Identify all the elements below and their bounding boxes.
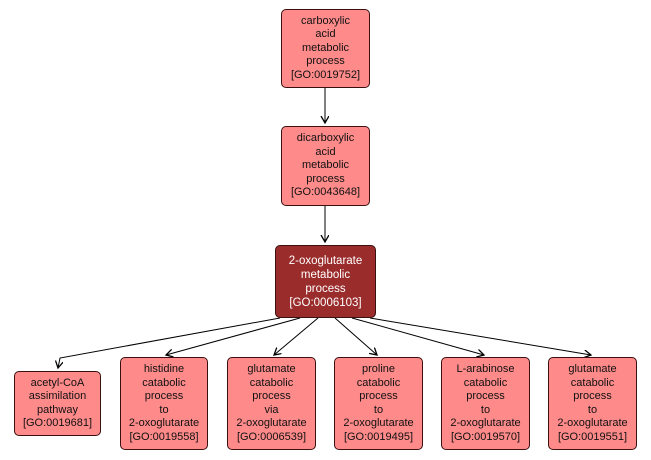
node-label-line: process bbox=[573, 390, 612, 402]
node-label-line: acetyl-CoA bbox=[30, 376, 85, 389]
node-label-line: 2-oxoglutarate bbox=[343, 417, 414, 429]
node-glutamate-catabolic-process-via[interactable]: glutamate catabolic process via 2-oxoglu… bbox=[227, 357, 316, 450]
node-label-line: acid bbox=[315, 28, 336, 41]
node-label-line: 2-oxoglutarate bbox=[450, 417, 521, 429]
node-label-line: acid bbox=[315, 145, 336, 158]
node-label-line: catabolic bbox=[249, 376, 294, 389]
node-label-line: catabolic bbox=[356, 376, 401, 389]
node-go-id: [GO:0019495] bbox=[343, 430, 414, 443]
node-label-line: 2-oxoglutarate bbox=[557, 417, 628, 429]
node-go-id: [GO:0019570] bbox=[450, 430, 521, 443]
node-proline-catabolic-process[interactable]: proline catabolic process to 2-oxoglutar… bbox=[334, 357, 423, 450]
node-label-line: catabolic bbox=[570, 376, 615, 389]
edge-0006103-0019681 bbox=[58, 317, 281, 368]
node-label-line: assimilation bbox=[28, 390, 87, 402]
node-label-line: 2-oxoglutarate bbox=[236, 417, 307, 429]
node-dicarboxylic-acid-metabolic-process[interactable]: dicarboxylic acid metabolic process [GO:… bbox=[281, 126, 370, 206]
node-glutamate-catabolic-process-to[interactable]: glutamate catabolic process to 2-oxoglut… bbox=[548, 357, 637, 450]
node-label-line: to bbox=[587, 403, 598, 416]
node-go-id: [GO:0006103] bbox=[289, 296, 362, 309]
node-go-id: [GO:0019551] bbox=[557, 430, 628, 443]
node-label-line: process bbox=[306, 172, 345, 185]
edge-0006103-0019558 bbox=[166, 317, 301, 355]
node-label-line: dicarboxylic bbox=[296, 132, 355, 145]
node-label-line: catabolic bbox=[142, 376, 186, 389]
node-2-oxoglutarate-metabolic-process[interactable]: 2-oxoglutarate metabolic process [GO:000… bbox=[275, 245, 376, 318]
node-l-arabinose-catabolic-process[interactable]: L-arabinose catabolic process to 2-oxogl… bbox=[441, 357, 530, 450]
edge-0006103-0019551 bbox=[369, 317, 591, 355]
node-go-id: [GO:0043648] bbox=[290, 186, 361, 199]
node-label-line: metabolic bbox=[301, 41, 350, 54]
node-acetyl-coa-assimilation-pathway[interactable]: acetyl-CoA assimilation pathway [GO:0019… bbox=[14, 371, 101, 436]
node-label-line: via bbox=[264, 403, 279, 416]
node-label-line: L-arabinose bbox=[456, 363, 515, 375]
node-label-line: 2-oxoglutarate bbox=[288, 254, 363, 267]
node-label-line: glutamate bbox=[568, 363, 617, 375]
node-histidine-catabolic-process[interactable]: histidine catabolic process to 2-oxoglut… bbox=[120, 357, 208, 450]
node-label-line: to bbox=[159, 403, 169, 416]
node-label-line: process bbox=[306, 55, 345, 68]
node-carboxylic-acid-metabolic-process[interactable]: carboxylic acid metabolic process [GO:00… bbox=[281, 9, 370, 88]
node-go-id: [GO:0019558] bbox=[129, 430, 199, 443]
node-label-line: catabolic bbox=[463, 376, 508, 389]
node-label-line: to bbox=[480, 403, 491, 416]
node-label-line: process bbox=[466, 390, 505, 402]
node-label-line: pathway bbox=[37, 403, 78, 416]
node-label-line: metabolic bbox=[300, 268, 351, 281]
node-go-id: [GO:0019681] bbox=[22, 417, 93, 429]
node-label-line: process bbox=[359, 390, 398, 402]
node-label-line: proline bbox=[361, 363, 396, 375]
edge-0006103-0019570 bbox=[351, 317, 484, 355]
node-label-line: process bbox=[252, 390, 291, 402]
node-label-line: carboxylic bbox=[301, 14, 350, 27]
edge-0006103-0019495 bbox=[334, 317, 377, 355]
node-label-line: to bbox=[373, 403, 384, 416]
node-label-line: 2-oxoglutarate bbox=[128, 417, 200, 429]
node-go-id: [GO:0019752] bbox=[290, 68, 361, 81]
edge-0006103-0006539 bbox=[274, 317, 319, 355]
node-label-line: metabolic bbox=[301, 159, 350, 172]
node-label-line: histidine bbox=[143, 363, 185, 375]
node-label-line: glutamate bbox=[247, 363, 296, 375]
node-label-line: process bbox=[144, 390, 184, 402]
node-go-id: [GO:0006539] bbox=[236, 430, 307, 443]
node-label-line: process bbox=[305, 282, 346, 295]
